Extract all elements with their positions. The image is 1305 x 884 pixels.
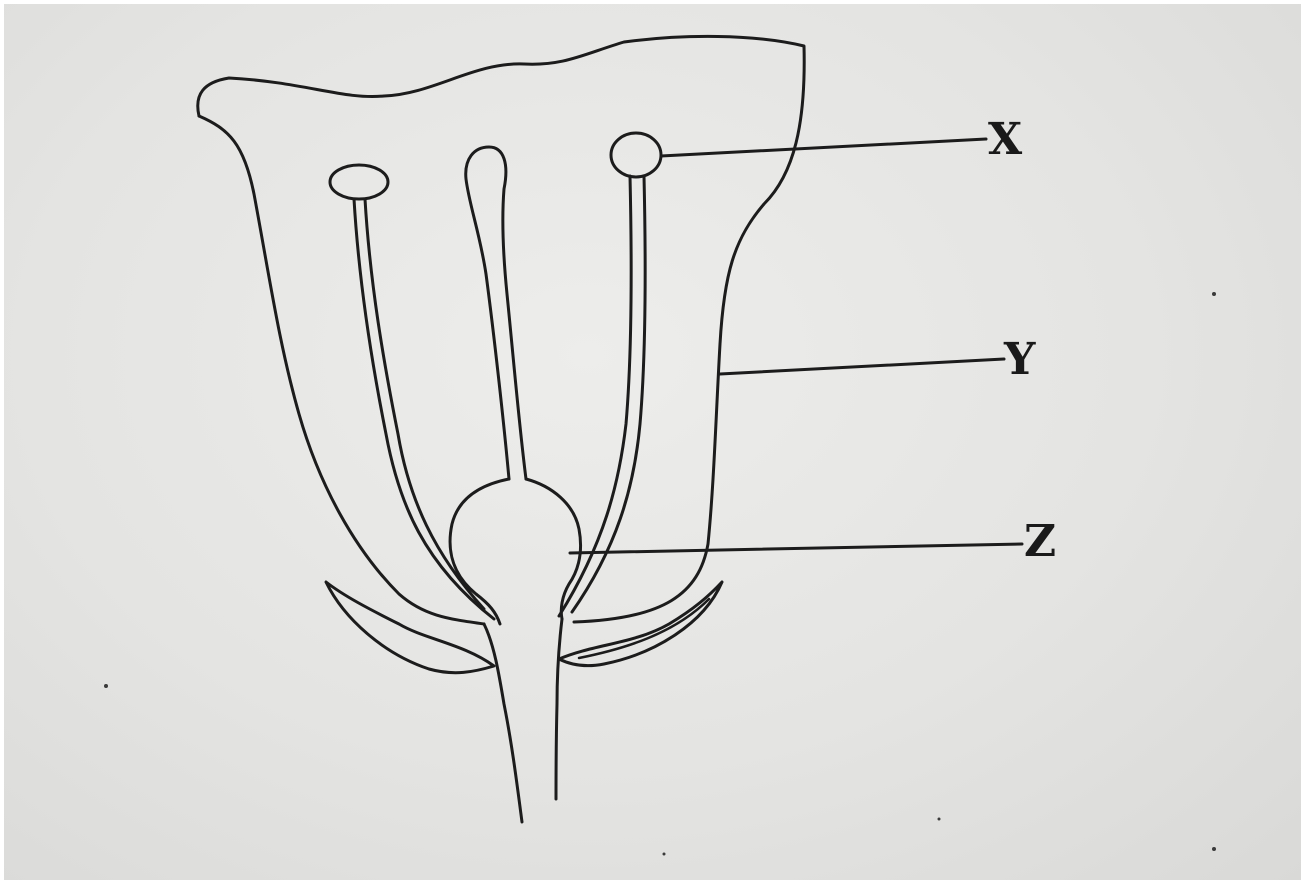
label-x: X	[988, 114, 1023, 165]
right-sepal-inner	[579, 599, 709, 658]
flower-diagram: X Y Z	[4, 4, 1301, 880]
right-filament	[559, 176, 631, 616]
left-filament-inner	[365, 199, 484, 609]
label-z: Z	[1024, 516, 1056, 567]
paper-background: X Y Z	[4, 4, 1301, 880]
petal-outline-left	[199, 116, 484, 624]
pointer-line-x	[661, 139, 986, 156]
petal-outline	[198, 36, 804, 622]
right-filament-inner	[572, 176, 645, 612]
ovary	[450, 479, 580, 624]
stalk-right	[556, 619, 562, 799]
right-anther	[611, 133, 661, 177]
stalk-left	[484, 624, 522, 822]
style	[466, 147, 526, 479]
label-y: Y	[1003, 334, 1036, 385]
pointer-line-z	[570, 544, 1022, 553]
left-anther	[330, 165, 388, 199]
left-filament	[354, 199, 494, 619]
paper-speckles	[104, 292, 1216, 856]
pointer-line-y	[720, 359, 1004, 374]
